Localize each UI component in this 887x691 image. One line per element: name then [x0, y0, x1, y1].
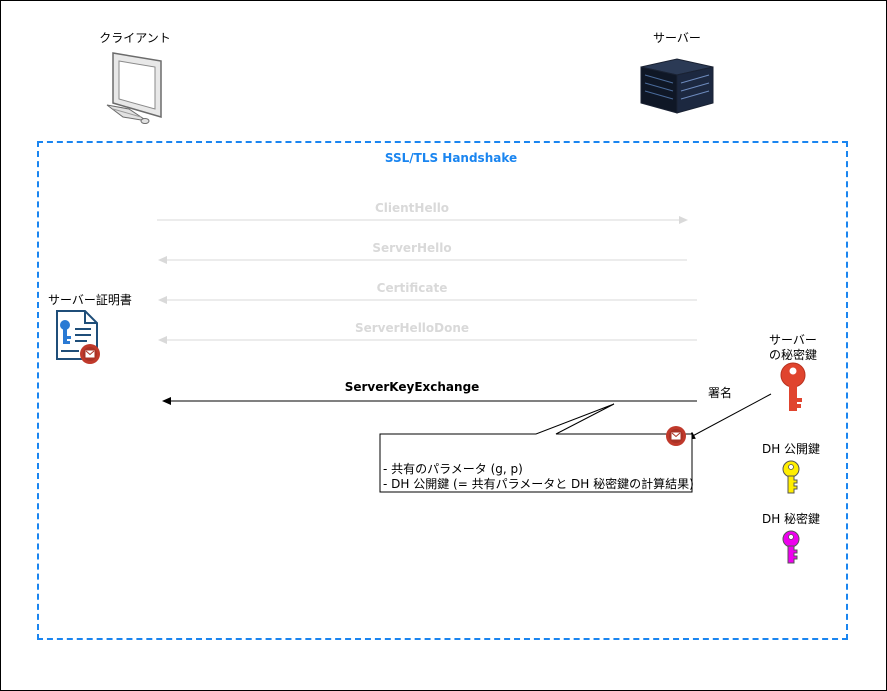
message-label-serverhellodone: ServerHelloDone [354, 321, 470, 335]
handshake-boundary [37, 141, 848, 640]
client-label: クライアント [99, 31, 171, 45]
message-label-serverhello: ServerHello [372, 241, 452, 255]
message-label-clienthello: ClientHello [374, 201, 450, 215]
boundary-title: SSL/TLS Handshake [384, 151, 518, 165]
desktop-computer-icon [106, 52, 162, 124]
server-private-key-icon [780, 362, 806, 411]
server-private-key-label-line2: の秘密鍵 [768, 348, 818, 362]
server-private-key-label-line1: サーバー [769, 333, 817, 347]
dh-private-key-label: DH 秘密鍵 [761, 512, 821, 526]
certificate-seal-icon [80, 344, 100, 364]
note-line-1: - 共有のパラメータ (g, p) [383, 462, 523, 476]
message-label-certificate: Certificate [376, 281, 448, 295]
signature-label: 署名 [707, 386, 733, 400]
dh-private-key-icon [782, 530, 800, 564]
server-private-key-label: サーバー の秘密鍵 [769, 333, 817, 363]
dh-public-key-icon [782, 460, 800, 494]
note-callout [379, 403, 693, 493]
dh-public-key-label: DH 公開鍵 [761, 442, 821, 456]
arrow-signature [686, 393, 772, 440]
message-label-serverkeyexchange: ServerKeyExchange [344, 380, 480, 394]
note-text: - 共有のパラメータ (g, p) - DH 公開鍵 (= 共有パラメータと D… [383, 462, 694, 492]
note-line-2: - DH 公開鍵 (= 共有パラメータと DH 秘密鍵の計算結果) [383, 477, 694, 491]
signature-seal-icon [666, 426, 686, 446]
certificate-label: サーバー証明書 [48, 293, 132, 307]
server-rack-icon [640, 58, 714, 114]
server-label: サーバー [653, 31, 701, 45]
